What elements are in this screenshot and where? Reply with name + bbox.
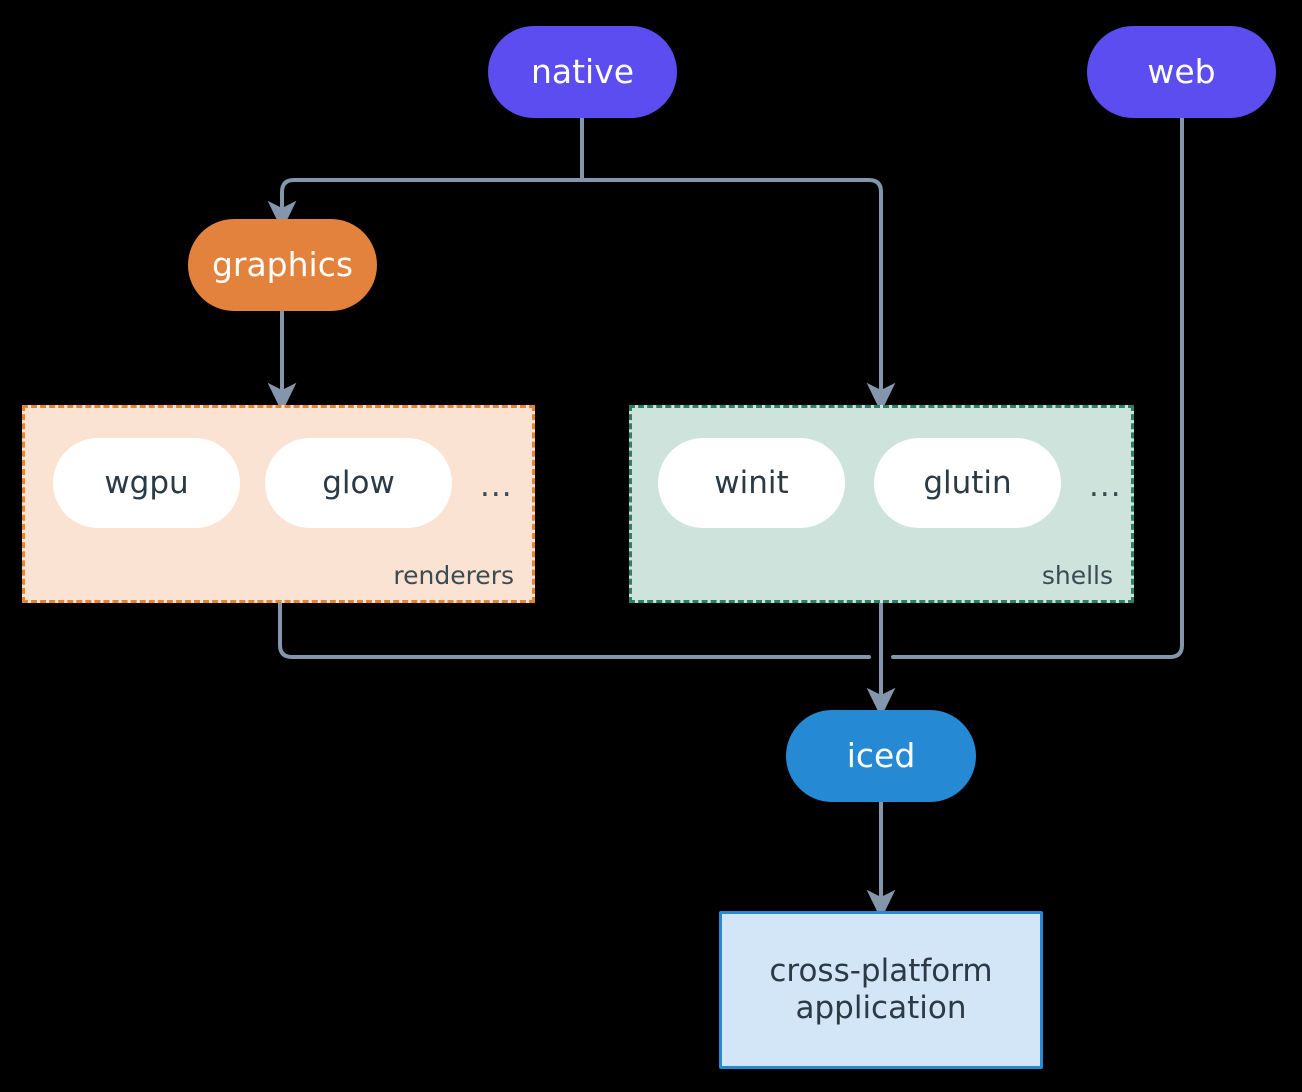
node-web[interactable]: web [1087, 26, 1276, 118]
node-iced[interactable]: iced [786, 710, 976, 802]
chip-glutin[interactable]: glutin [874, 438, 1061, 528]
chip-winit[interactable]: winit [658, 438, 845, 528]
group-renderers-label: renderers [393, 561, 514, 590]
chip-glow[interactable]: glow [265, 438, 452, 528]
chip-wgpu[interactable]: wgpu [53, 438, 240, 528]
group-shells: winit glutin ... shells [629, 405, 1134, 603]
node-web-label: web [1147, 51, 1216, 91]
node-iced-label: iced [846, 735, 916, 775]
shells-ellipsis: ... [1089, 468, 1122, 504]
group-renderers: wgpu glow ... renderers [22, 405, 535, 603]
edge-renderers-to-iced [278, 600, 871, 659]
node-graphics[interactable]: graphics [188, 219, 377, 311]
node-application-label: cross-platform application [769, 953, 993, 1026]
chip-glow-label: glow [322, 464, 395, 501]
group-shells-label: shells [1041, 561, 1113, 590]
renderers-ellipsis: ... [480, 468, 513, 504]
node-native[interactable]: native [488, 26, 677, 118]
node-graphics-label: graphics [211, 244, 354, 284]
node-native-label: native [530, 51, 635, 91]
chip-glutin-label: glutin [923, 464, 1012, 501]
edge-native-to-shells [580, 178, 896, 413]
chip-wgpu-label: wgpu [104, 464, 189, 501]
chip-winit-label: winit [714, 464, 789, 501]
node-application[interactable]: cross-platform application [719, 911, 1043, 1069]
edge-native-to-graphics [267, 178, 584, 231]
